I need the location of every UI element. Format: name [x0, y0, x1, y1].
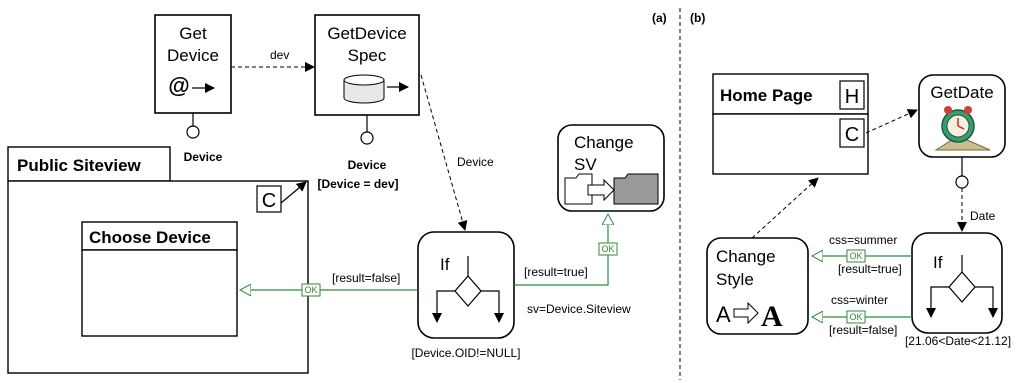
if-unit-a-label: If [440, 255, 450, 274]
change-sv-line2: SV [574, 155, 597, 174]
get-device-spec-unit[interactable]: GetDevice Spec Device [Device = dev] [314, 14, 420, 191]
home-page-title: Home Page [720, 86, 813, 105]
siteview-context-c: C [262, 190, 276, 212]
result-false-label: [result=false] [332, 271, 400, 285]
css-summer-label: css=summer [829, 233, 897, 247]
home-page-unit[interactable]: Home Page H C [712, 73, 869, 175]
context-link[interactable] [280, 181, 307, 204]
get-device-spec-param1: Device [348, 158, 387, 172]
get-device-line1: Get [179, 24, 207, 43]
ok-badge-false-label: OK [304, 285, 317, 295]
get-device-spec-input-port [360, 131, 374, 145]
choose-device-unit[interactable]: Choose Device [81, 221, 238, 337]
home-page-h-box [839, 80, 865, 110]
get-date-output-port [955, 175, 969, 189]
get-device-spec-line1: GetDevice [327, 24, 406, 43]
ok-badge-summer [846, 249, 866, 263]
result-true-b-label: [result=true] [838, 262, 902, 276]
alarm-clock-icon [934, 106, 991, 151]
date-link-label: Date [970, 209, 996, 223]
panel-a-label: (a) [652, 11, 667, 25]
switch-arrow-icon [587, 178, 615, 202]
if-a-diamond-icon [454, 275, 482, 307]
result-true-label: [result=true] [524, 265, 588, 279]
at-sign-icon: @ [168, 73, 189, 98]
change-style-line1: Change [716, 247, 776, 266]
get-device-output-port [186, 125, 200, 139]
css-winter-label: css=winter [831, 293, 888, 307]
get-device-param: Device [184, 150, 223, 164]
get-device-spec-line2: Spec [348, 46, 387, 65]
database-icon [343, 74, 385, 104]
context-to-getdate-link[interactable] [865, 109, 918, 134]
if-unit-b-label: If [933, 253, 943, 272]
change-style-a-big: A [761, 300, 783, 333]
home-page-context-c: C [845, 124, 859, 146]
choose-device-title: Choose Device [89, 228, 211, 247]
change-style-line2: Style [716, 270, 754, 289]
public-siteview-page[interactable]: Public Siteview C [7, 146, 309, 374]
if-a-condition: [Device.OID!=NULL] [411, 346, 520, 360]
result-false-b-label: [result=false] [829, 323, 897, 337]
change-style-a-small: A [716, 302, 731, 327]
if-b-condition: [21.06<Date<21.12] [905, 334, 1011, 348]
result-true-link[interactable] [514, 214, 608, 286]
get-device-unit[interactable]: Get Device @ Device [154, 14, 232, 164]
get-device-spec-param2: [Device = dev] [317, 177, 398, 191]
dev-link-label: dev [270, 48, 289, 62]
panel-b-label: (b) [690, 11, 705, 25]
if-unit-a[interactable]: If [Device.OID!=NULL] [411, 231, 521, 360]
change-style-unit[interactable]: Change Style A A [706, 237, 809, 335]
siteview-context-box [256, 185, 282, 213]
ok-badge-winter [846, 310, 866, 324]
get-date-label: GetDate [930, 83, 993, 102]
home-page-context-box [839, 118, 865, 148]
if-unit-b[interactable]: If [21.06<Date<21.12] [905, 232, 1011, 348]
device-link-label: Device [457, 155, 494, 169]
ok-badge-false [301, 283, 321, 297]
if-b-diamond-icon [948, 271, 976, 303]
sv-param-label: sv=Device.Siteview [527, 302, 631, 316]
home-page-h: H [845, 86, 859, 108]
change-sv-unit[interactable]: Change SV [557, 124, 665, 212]
target-folder-icon [613, 173, 659, 205]
style-arrow-icon [733, 301, 759, 325]
ok-badge-true [598, 242, 618, 256]
style-to-homepage-link[interactable] [751, 177, 819, 239]
device-link[interactable] [420, 74, 468, 231]
get-device-line2: Device [167, 46, 219, 65]
source-folder-icon [564, 173, 593, 205]
ok-badge-winter-label: OK [849, 312, 862, 322]
change-sv-line1: Change [574, 133, 634, 152]
ok-badge-summer-label: OK [849, 251, 862, 261]
public-siteview-title: Public Siteview [17, 156, 142, 175]
get-date-unit[interactable]: GetDate [918, 74, 1006, 189]
ok-badge-true-label: OK [601, 244, 614, 254]
